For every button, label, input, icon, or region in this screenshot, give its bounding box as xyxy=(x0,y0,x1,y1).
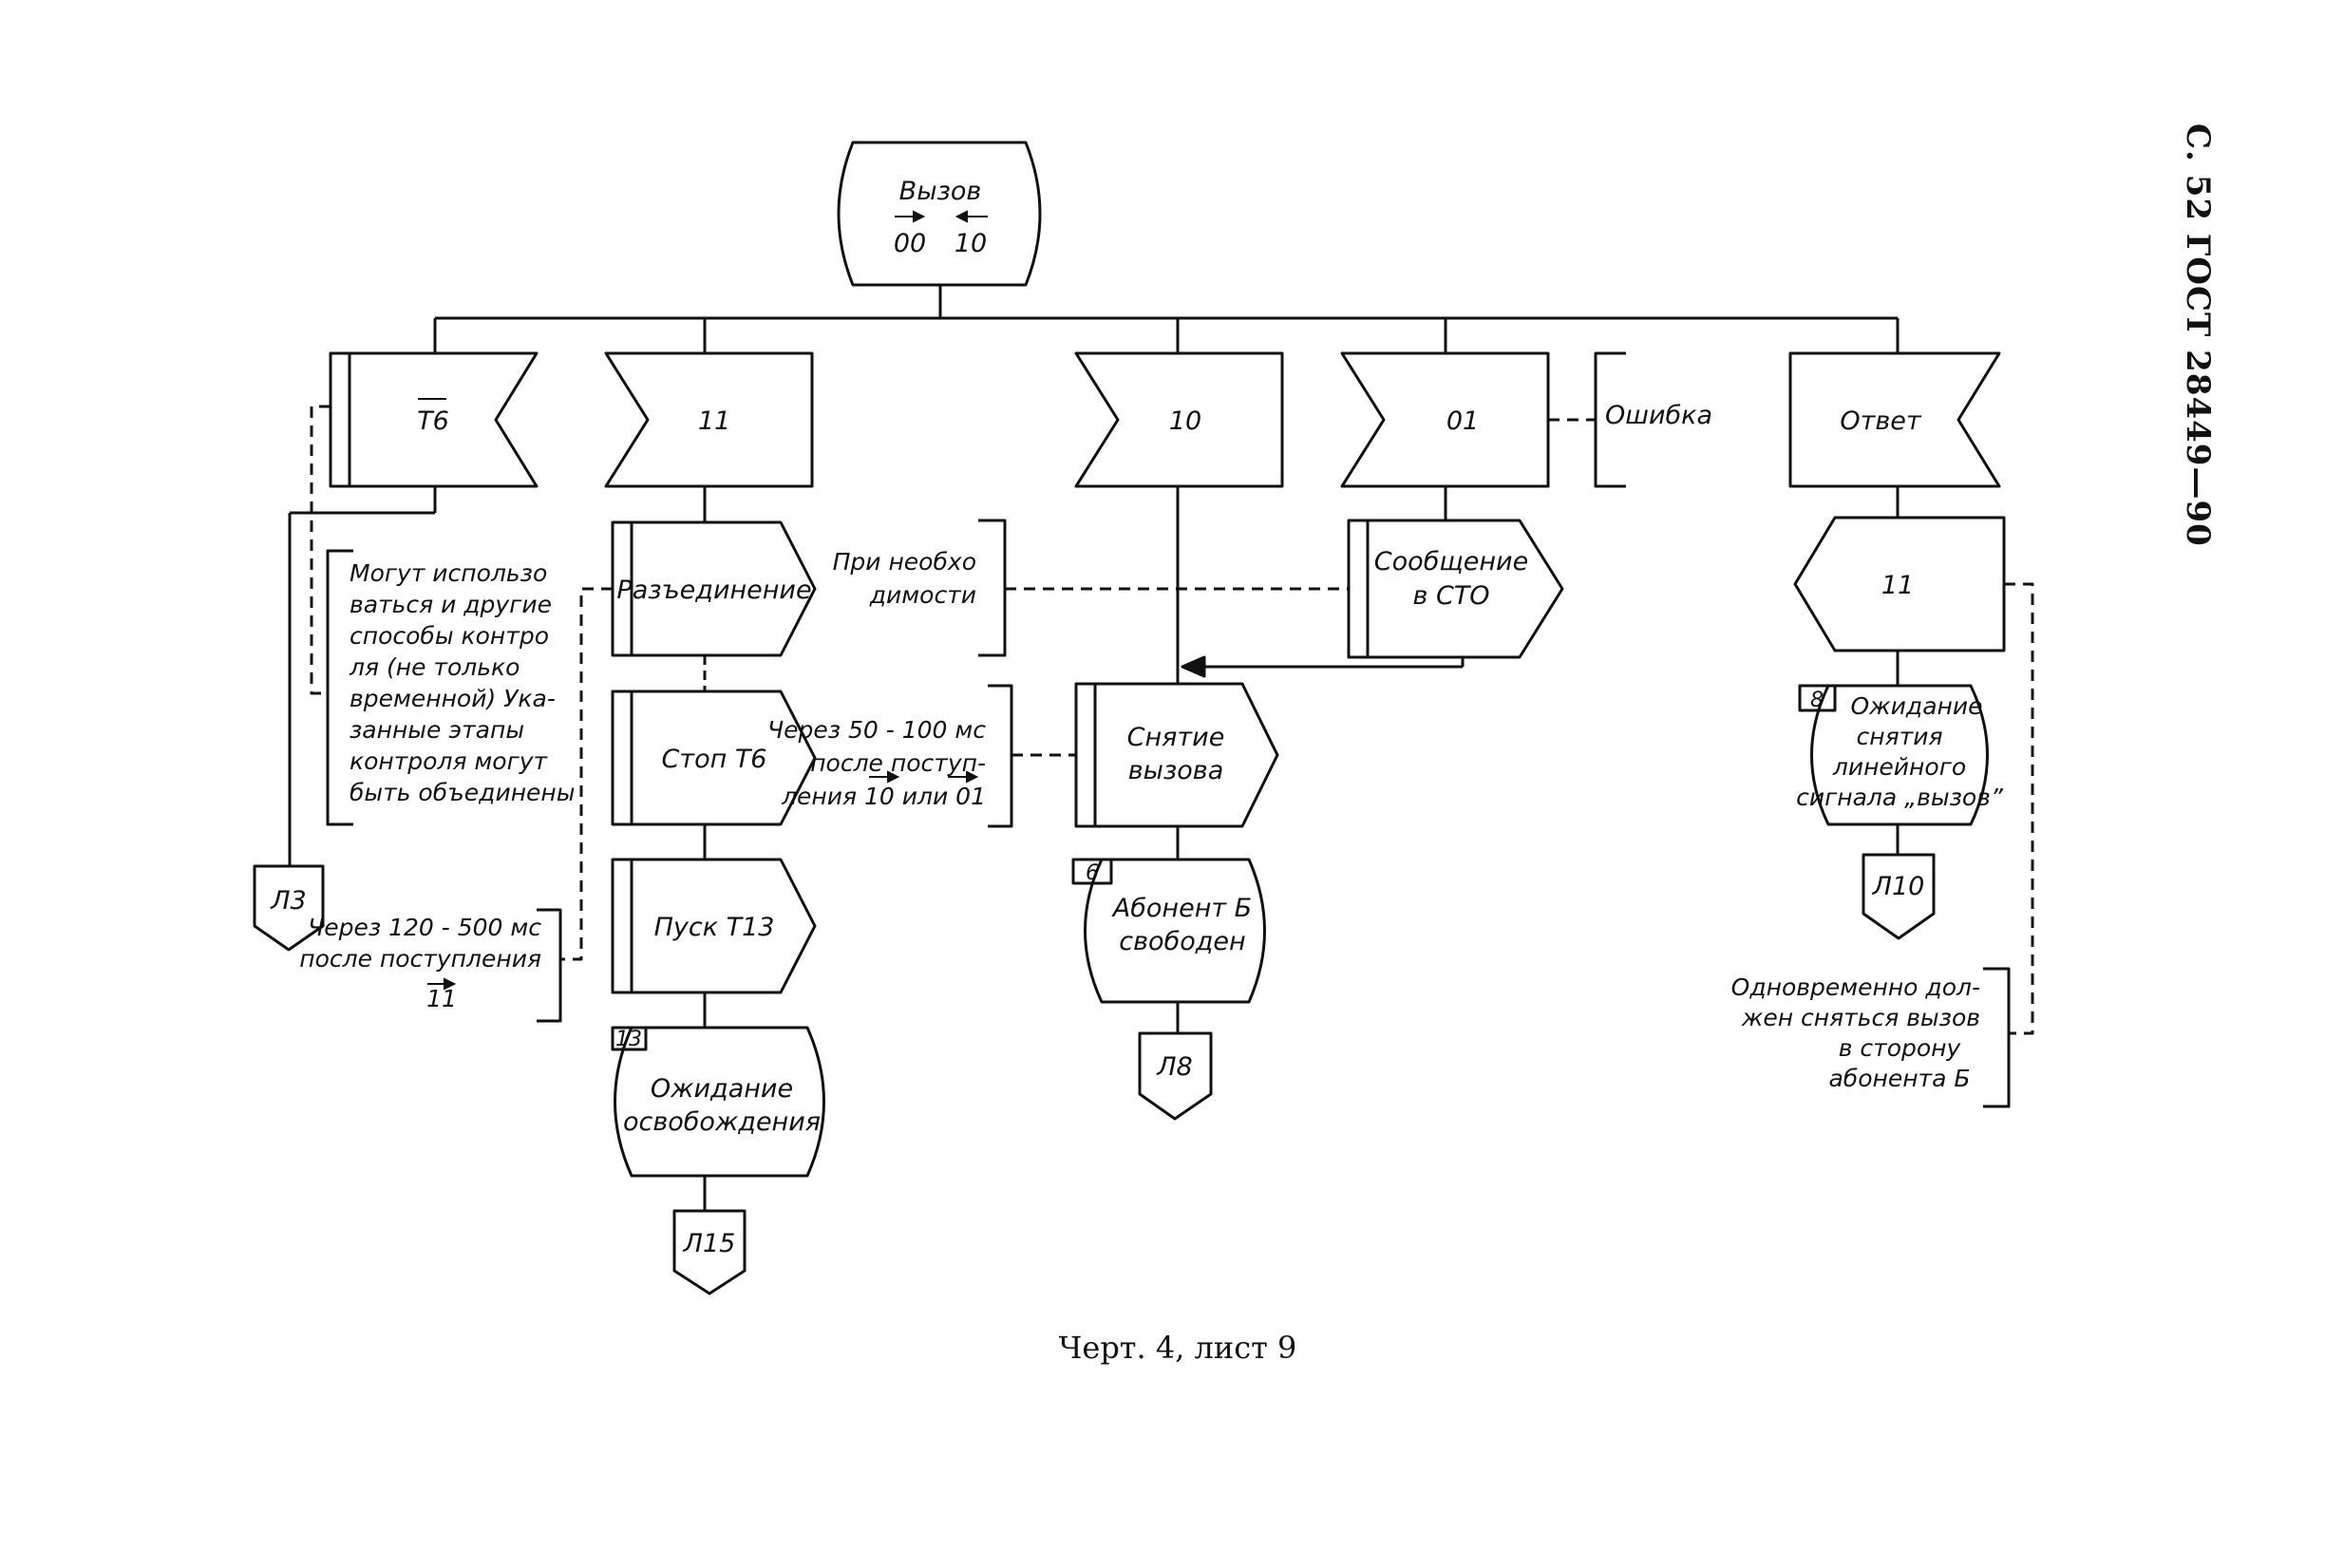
state-8-number: 8 xyxy=(1810,689,1824,712)
connector-l8-label: Л8 xyxy=(1156,1052,1192,1082)
comment-bracket xyxy=(1983,967,2011,1108)
state-8-line-3: линейного xyxy=(1832,753,1966,781)
connector-l8 xyxy=(1138,1031,1213,1121)
task-removal-line-1: Снятие xyxy=(1127,723,1225,752)
state-13-line-2: освобождения xyxy=(623,1107,821,1137)
note-methods-line-2: ваться и другие xyxy=(350,591,552,618)
connector-l10-label: Л10 xyxy=(1872,872,1925,901)
state-6-line-1: Абонент Б xyxy=(1111,894,1252,923)
connector-l3-label: Л3 xyxy=(270,886,306,916)
task-start-t13 xyxy=(611,858,817,994)
state-8-line-1: Ожидание xyxy=(1850,692,1982,720)
input-11 xyxy=(604,351,814,488)
state-wait-release xyxy=(611,1026,825,1178)
state-call-arrow-right: 10 xyxy=(955,229,987,258)
input-01 xyxy=(1340,351,1550,488)
output-11 xyxy=(1793,516,2006,652)
note-delay50-line-3: ления 10 или 01 xyxy=(781,783,986,810)
note-delay50-line-2: после поступ- xyxy=(810,749,986,777)
state-6-line-2: свободен xyxy=(1119,927,1245,956)
comment-bracket xyxy=(326,549,353,826)
note-simultaneous-line-3: в сторону xyxy=(1839,1034,1962,1062)
input-answer xyxy=(1788,351,2001,488)
state-number-box xyxy=(1071,858,1113,885)
note-simultaneous-line-2: жен сняться вызов xyxy=(1741,1004,1980,1031)
task-removal-line-2: вызова xyxy=(1128,756,1224,785)
state-8-line-2: снятия xyxy=(1857,723,1943,750)
state-number-box xyxy=(1798,684,1837,712)
task-call-removal xyxy=(1074,682,1279,828)
note-simultaneous-line-4: абонента Б xyxy=(1828,1065,1970,1092)
note-delay120-line-3: 11 xyxy=(426,985,457,1012)
comment-bracket xyxy=(1594,351,1626,488)
note-simultaneous-line-1: Одновременно дол- xyxy=(1731,973,1980,1001)
note-methods-line-6: занные этапы xyxy=(350,716,524,744)
comment-bracket xyxy=(978,519,1007,657)
input-11-label: 11 xyxy=(698,406,730,436)
input-10-label: 10 xyxy=(1169,406,1201,436)
note-ifneeded-line-1: При необхо xyxy=(833,548,976,576)
note-delay120-line-1: Через 120 - 500 мс xyxy=(308,914,541,941)
figure-caption-text: Черт. 4, лист 9 xyxy=(1058,1330,1297,1366)
task-stop-tb-label: Стоп Т6 xyxy=(661,745,766,774)
state-8-line-4: сигнала „вызов” xyxy=(1796,784,2004,811)
state-call-arrow-left: 00 xyxy=(894,229,926,258)
page-header-text: С. 52 ГОСТ 28449—90 xyxy=(2179,123,2217,547)
figure-caption: Черт. 4, лист 9 xyxy=(1007,1330,1349,1366)
task-stop-tb xyxy=(611,690,817,826)
connector-l15 xyxy=(672,1209,747,1295)
state-call xyxy=(837,141,1042,287)
task-disconnect xyxy=(611,520,817,657)
connector-l15-label: Л15 xyxy=(683,1229,736,1258)
task-report-sto xyxy=(1347,519,1564,659)
output-11-label: 11 xyxy=(1881,571,1914,600)
note-methods-line-1: Могут использо xyxy=(350,559,547,587)
error-label: Ошибка xyxy=(1605,401,1712,430)
input-tb xyxy=(329,351,539,488)
state-6-number: 6 xyxy=(1086,861,1099,885)
task-start-t13-label: Пуск Т13 xyxy=(654,913,775,942)
state-wait-line-signal xyxy=(1798,684,1989,826)
note-ifneeded-line-2: димости xyxy=(869,581,976,609)
note-methods-line-8: быть объединены xyxy=(350,779,576,806)
note-delay50-line-1: Через 50 - 100 мс xyxy=(767,716,986,744)
note-methods-line-4: ля (не только xyxy=(349,653,520,681)
task-report-line-2: в СТО xyxy=(1412,581,1489,611)
input-answer-label: Ответ xyxy=(1840,406,1922,436)
task-disconnect-label: Разъединение xyxy=(616,576,811,605)
note-methods-line-3: способы контро xyxy=(350,622,549,650)
state-call-label: Вызов xyxy=(899,177,982,206)
page-header: С. 52 ГОСТ 28449—90 xyxy=(2175,123,2232,547)
note-methods-line-7: контроля могут xyxy=(350,747,549,775)
comment-bracket xyxy=(537,908,562,1023)
comment-bracket xyxy=(988,684,1013,828)
input-01-label: 01 xyxy=(1446,406,1479,436)
connector-l10 xyxy=(1862,853,1936,940)
note-delay120-line-2: после поступления xyxy=(299,945,541,973)
state-13-number: 13 xyxy=(615,1028,642,1051)
state-13-line-1: Ожидание xyxy=(651,1074,793,1104)
input-tb-label: Т6 xyxy=(417,406,449,436)
task-report-line-1: Сообщение xyxy=(1374,547,1528,576)
note-methods-line-5: временной) Ука- xyxy=(350,685,556,712)
state-number-box xyxy=(611,1026,648,1051)
state-subscriber-free xyxy=(1071,858,1266,1004)
connector-l3 xyxy=(253,864,325,952)
